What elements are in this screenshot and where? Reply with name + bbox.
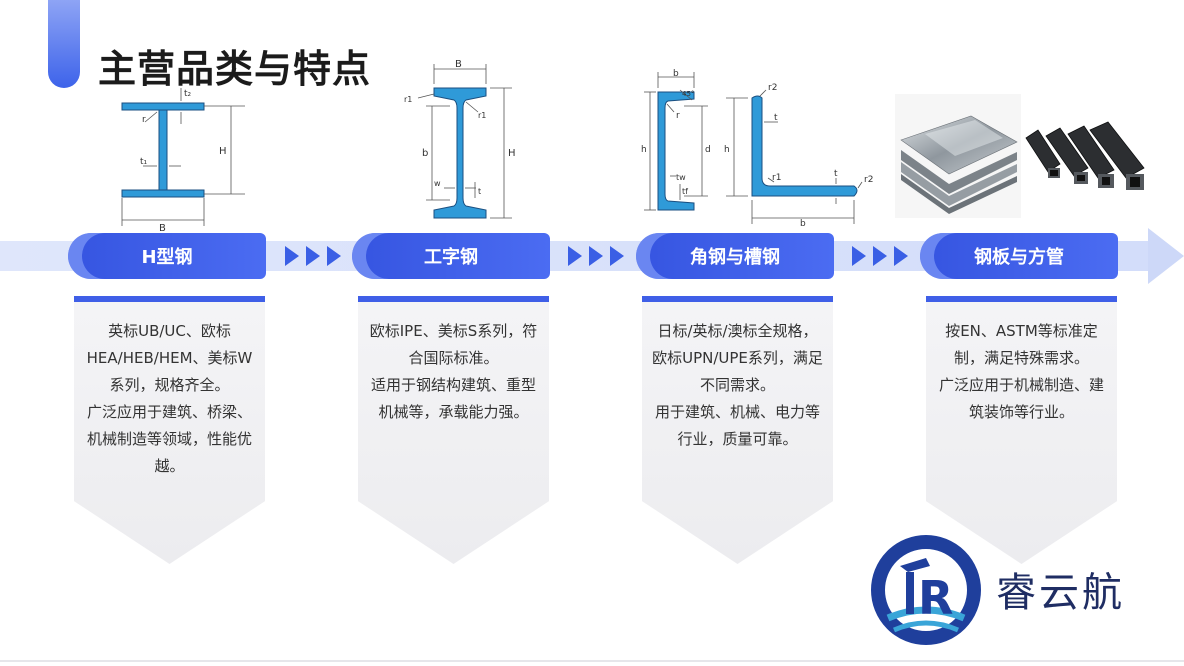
i-beam-label-b-inner: b: [422, 148, 428, 159]
i-beam-label-r1: r1: [478, 111, 486, 120]
description-line: 适用于钢结构建筑、重型机械等，承载能力强。: [370, 376, 536, 421]
category-pill-plate-tube: 钢板与方管: [920, 233, 1118, 279]
card-top-rule: [358, 296, 549, 302]
description-card-plate-tube: 按EN、ASTM等标准定制，满足特殊需求。 广泛应用于机械制造、建筑装饰等行业。: [926, 302, 1117, 564]
card-top-rule: [642, 296, 833, 302]
brand-logo-mark: R: [918, 571, 953, 625]
brand-logo-icon: R: [871, 535, 981, 645]
channel-label-tf: tf: [682, 187, 688, 196]
chevron-right-icon: [852, 246, 866, 266]
i-beam-label-b: B: [455, 59, 462, 70]
channel-label-angle: 45°: [682, 90, 694, 98]
chevron-right-icon: [873, 246, 887, 266]
channel-label-d: d: [705, 145, 711, 155]
bottom-divider: [0, 660, 1184, 662]
i-beam-label-r1-left: r1: [404, 95, 412, 104]
i-beam-label-w: w: [434, 179, 441, 188]
category-pill-angle-channel: 角钢与槽钢: [636, 233, 834, 279]
description-text: 英标UB/UC、欧标HEA/HEB/HEM、美标W系列，规格齐全。 广泛应用于建…: [82, 318, 257, 480]
description-text: 按EN、ASTM等标准定制，满足特殊需求。 广泛应用于机械制造、建筑装饰等行业。: [934, 318, 1109, 426]
angle-label-h: h: [724, 145, 730, 155]
h-beam-label-h: H: [219, 146, 227, 157]
channel-label-h: h: [641, 145, 647, 155]
square-tube-photo: [1024, 118, 1150, 192]
chevron-right-icon: [589, 246, 603, 266]
channel-drawing: b 45° r h d tw tf: [641, 69, 711, 211]
page-title: 主营品类与特点: [98, 47, 372, 91]
chevron-right-icon: [894, 246, 908, 266]
card-top-rule: [74, 296, 265, 302]
brand-name: 睿云航: [996, 570, 1125, 616]
steel-plate-photo: [895, 94, 1021, 218]
chevron-right-icon: [306, 246, 320, 266]
angle-label-t: t: [774, 113, 778, 123]
angle-drawing: r2 t h r1 t r2 b: [724, 83, 873, 228]
h-beam-label-t1: t₁: [140, 157, 148, 167]
description-line: 广泛应用于建筑、桥梁、机械制造等领域，性能优越。: [86, 403, 252, 475]
description-line: 英标UB/UC、欧标HEA/HEB/HEM、美标W系列，规格齐全。: [86, 322, 253, 394]
title-accent-bar: [48, 0, 80, 88]
category-pill-h-beam: H型钢: [68, 233, 266, 279]
angle-label-r2: r2: [768, 83, 777, 93]
chevron-right-icon: [285, 246, 299, 266]
description-line: 日标/英标/澳标全规格，欧标UPN/UPE系列，满足不同需求。: [652, 322, 823, 394]
flow-arrow-head: [1148, 228, 1184, 284]
flow-chevrons-3: [852, 246, 908, 268]
flow-chevrons-2: [568, 246, 624, 268]
h-beam-label-t2: t₂: [184, 89, 192, 99]
description-card-h-beam: 英标UB/UC、欧标HEA/HEB/HEM、美标W系列，规格齐全。 广泛应用于建…: [74, 302, 265, 564]
i-beam-drawing: B r1 r1 b H w t: [404, 59, 516, 219]
h-beam-label-b: B: [159, 223, 166, 232]
description-line: 按EN、ASTM等标准定制，满足特殊需求。: [945, 322, 1098, 367]
channel-label-tw: tw: [676, 173, 686, 182]
description-card-angle-channel: 日标/英标/澳标全规格，欧标UPN/UPE系列，满足不同需求。 用于建筑、机械、…: [642, 302, 833, 564]
channel-label-b: b: [673, 69, 679, 79]
chevron-right-icon: [610, 246, 624, 266]
i-beam-label-h: H: [508, 148, 516, 159]
card-top-rule: [926, 296, 1117, 302]
description-line: 广泛应用于机械制造、建筑装饰等行业。: [938, 376, 1104, 421]
channel-label-r: r: [676, 111, 680, 121]
h-beam-drawing: t₂ r t₁ H B: [121, 88, 245, 232]
angle-label-b: b: [800, 219, 806, 228]
description-line: 欧标IPE、美标S系列，符合国际标准。: [369, 322, 538, 367]
flow-chevrons-1: [285, 246, 341, 268]
i-beam-label-t: t: [478, 187, 481, 196]
angle-label-r1: r1: [772, 173, 781, 183]
angle-label-t-bottom: t: [834, 169, 838, 179]
description-line: 用于建筑、机械、电力等行业，质量可靠。: [654, 403, 820, 448]
description-card-i-beam: 欧标IPE、美标S系列，符合国际标准。 适用于钢结构建筑、重型机械等，承载能力强…: [358, 302, 549, 564]
chevron-right-icon: [327, 246, 341, 266]
category-pill-i-beam: 工字钢: [352, 233, 550, 279]
angle-label-r2-bottom: r2: [864, 175, 873, 185]
chevron-right-icon: [568, 246, 582, 266]
description-text: 日标/英标/澳标全规格，欧标UPN/UPE系列，满足不同需求。 用于建筑、机械、…: [650, 318, 825, 453]
h-beam-label-r: r: [142, 115, 146, 125]
description-text: 欧标IPE、美标S系列，符合国际标准。 适用于钢结构建筑、重型机械等，承载能力强…: [366, 318, 541, 426]
